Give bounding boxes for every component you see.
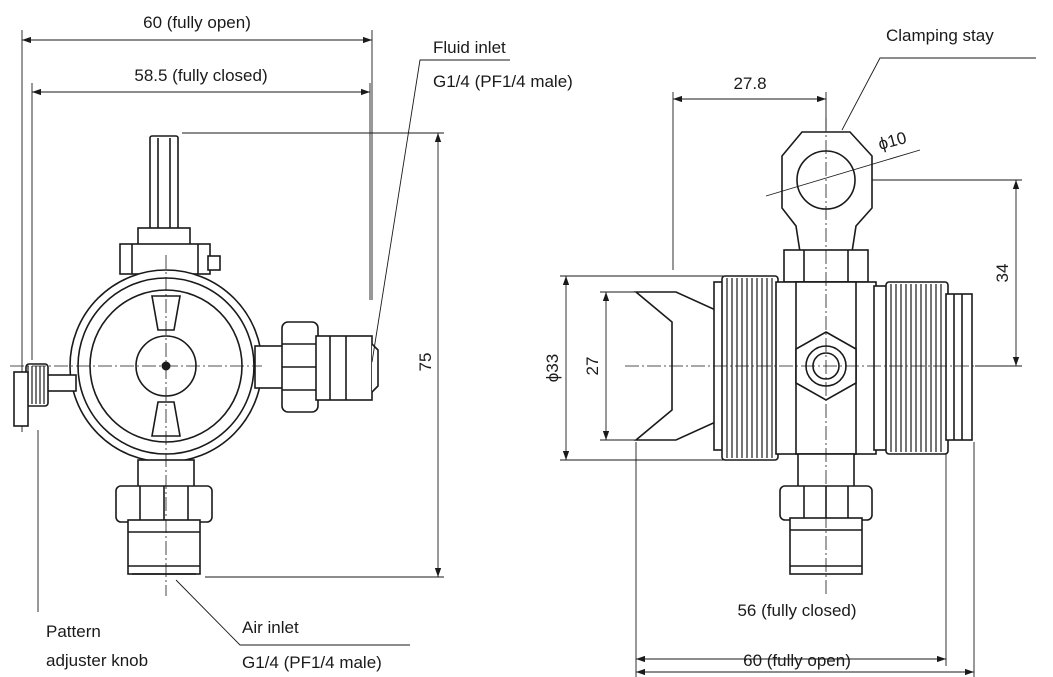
dim-stay-height-label: 34 bbox=[993, 264, 1012, 283]
dim-hole-label: ϕ10 bbox=[876, 128, 908, 154]
air-inlet-fitting bbox=[115, 459, 213, 575]
fluid-inlet-spec: G1/4 (PF1/4 male) bbox=[433, 72, 573, 91]
fluid-inlet-fitting bbox=[254, 321, 379, 413]
clamping-stay bbox=[781, 131, 873, 283]
pattern-knob-label-line1: Pattern bbox=[46, 622, 101, 641]
dim-width-closed-label: 58.5 (fully closed) bbox=[134, 66, 267, 85]
dim-height-label: 75 bbox=[416, 353, 435, 372]
clamping-stay-label: Clamping stay bbox=[886, 26, 994, 45]
air-inlet-leader bbox=[175, 579, 410, 646]
air-inlet-title: Air inlet bbox=[242, 618, 299, 637]
front-view: 60 (fully open) 58.5 (fully closed) 75 bbox=[10, 13, 573, 672]
dim-outer-dia-label: ϕ33 bbox=[543, 354, 562, 382]
dim-width-open-label: 60 (fully open) bbox=[143, 13, 251, 32]
air-inlet-spec: G1/4 (PF1/4 male) bbox=[242, 653, 382, 672]
retaining-ring bbox=[721, 275, 779, 461]
fluid-inlet-leader bbox=[371, 59, 510, 363]
dim-length-closed-label: 56 (fully closed) bbox=[737, 601, 856, 620]
adjuster-ring bbox=[873, 281, 973, 455]
dim-cap-label: 27 bbox=[583, 357, 602, 376]
pattern-adjuster-knob bbox=[13, 363, 77, 427]
fluid-inlet-title: Fluid inlet bbox=[433, 38, 506, 57]
side-view: 27.8 34 ϕ33 27 56 (fully closed) 60 (ful… bbox=[543, 26, 1036, 677]
pattern-knob-label-line2: adjuster knob bbox=[46, 651, 148, 670]
top-stem bbox=[119, 135, 221, 275]
dim-length-open-label: 60 (fully open) bbox=[743, 651, 851, 670]
clamping-stay-leader bbox=[841, 57, 1036, 131]
dim-offset-label: 27.8 bbox=[733, 74, 766, 93]
hole-dim-line bbox=[765, 149, 921, 197]
